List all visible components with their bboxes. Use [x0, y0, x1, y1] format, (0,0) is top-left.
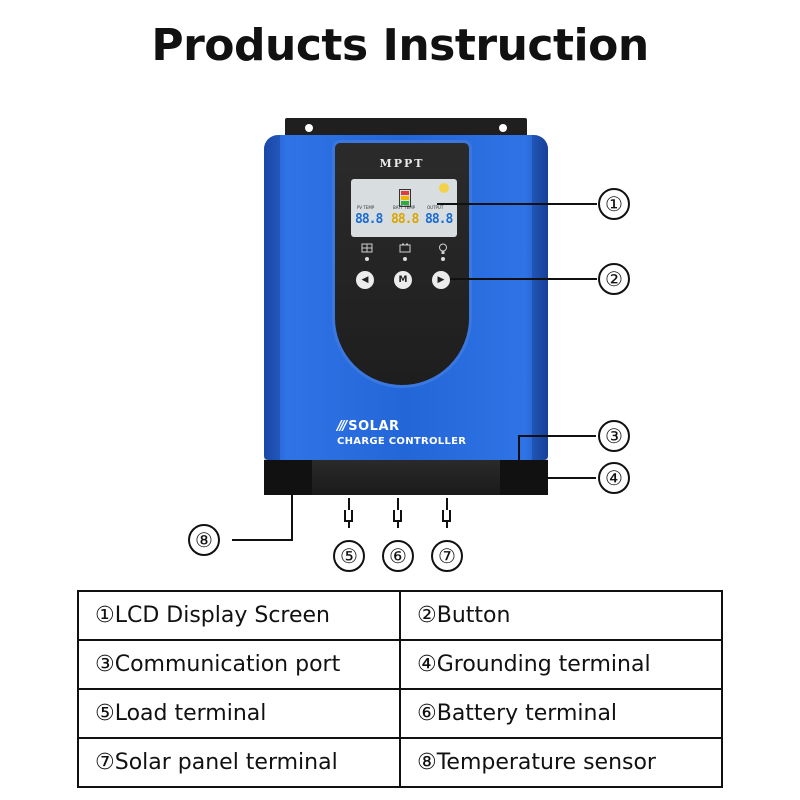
battery-icon: [395, 243, 415, 256]
legend-row: ①LCD Display Screen ②Button: [77, 590, 723, 641]
mounting-hole: [499, 124, 507, 132]
callout-line-4: [518, 477, 596, 479]
callout-line-3: [518, 435, 520, 467]
callout-line-3: [518, 435, 596, 437]
callout-number-1: ①: [598, 188, 630, 220]
brand-charge-controller: CHARGE CONTROLLER: [337, 436, 467, 447]
page-title: Products Instruction: [151, 20, 649, 71]
legend-table: ①LCD Display Screen ②Button ③Communicati…: [77, 590, 723, 788]
legend-cell: ③Communication port: [77, 639, 401, 690]
bulb-icon: [439, 183, 449, 193]
batt-label: BATT TEMP: [393, 205, 416, 210]
callout-number-2: ②: [598, 263, 630, 295]
callout-number-5: ⑤: [333, 540, 365, 572]
menu-button[interactable]: M: [394, 271, 412, 289]
solar-panel-terminal-symbol: [442, 510, 451, 522]
bulb-icon: [433, 243, 453, 258]
left-arrow-button[interactable]: ◀: [356, 271, 374, 289]
callout-line-8: [291, 478, 293, 540]
legend-cell: ④Grounding terminal: [399, 639, 723, 690]
solar-panel-icon: [357, 243, 377, 256]
callout-line-2: [450, 278, 597, 280]
callout-number-4: ④: [598, 462, 630, 494]
pv-label: PV TEMP: [357, 205, 375, 210]
pv-digits: 88.8: [355, 212, 383, 227]
lcd-display-screen: PV TEMP BATT TEMP OUTPUT 88.8 88.8 88.8: [351, 179, 457, 237]
terminal-base: [264, 460, 548, 495]
right-arrow-button[interactable]: ▶: [432, 271, 450, 289]
legend-row: ③Communication port ④Grounding terminal: [77, 639, 723, 690]
legend-cell: ①LCD Display Screen: [77, 590, 401, 641]
output-digits: 88.8: [425, 212, 453, 227]
callout-number-8: ⑧: [188, 524, 220, 556]
legend-cell: ⑤Load terminal: [77, 688, 401, 739]
battery-terminal-symbol: [393, 510, 402, 522]
callout-number-7: ⑦: [431, 540, 463, 572]
load-terminal-symbol: [344, 510, 353, 522]
callout-line-1: [437, 203, 597, 205]
legend-cell: ⑥Battery terminal: [399, 688, 723, 739]
mounting-bracket: [285, 118, 527, 140]
callout-number-3: ③: [598, 420, 630, 452]
legend-row: ⑤Load terminal ⑥Battery terminal: [77, 688, 723, 739]
legend-row: ⑦Solar panel terminal ⑧Temperature senso…: [77, 737, 723, 788]
battery-icon: [399, 189, 411, 207]
output-label: OUTPUT: [427, 205, 444, 210]
legend-cell: ⑧Temperature sensor: [399, 737, 723, 788]
status-led: [403, 257, 407, 261]
mounting-hole: [305, 124, 313, 132]
brand-solar: ///SOLAR: [337, 419, 400, 434]
status-led: [441, 257, 445, 261]
mppt-label: MPPT: [379, 157, 425, 170]
status-led: [365, 257, 369, 261]
control-panel: MPPT PV TEMP BATT TEMP OUTPUT 88.8 88.8 …: [332, 140, 472, 388]
callout-line-8: [232, 539, 293, 541]
legend-cell: ⑦Solar panel terminal: [77, 737, 401, 788]
batt-digits: 88.8: [391, 212, 419, 227]
legend-cell: ②Button: [399, 590, 723, 641]
callout-number-6: ⑥: [382, 540, 414, 572]
